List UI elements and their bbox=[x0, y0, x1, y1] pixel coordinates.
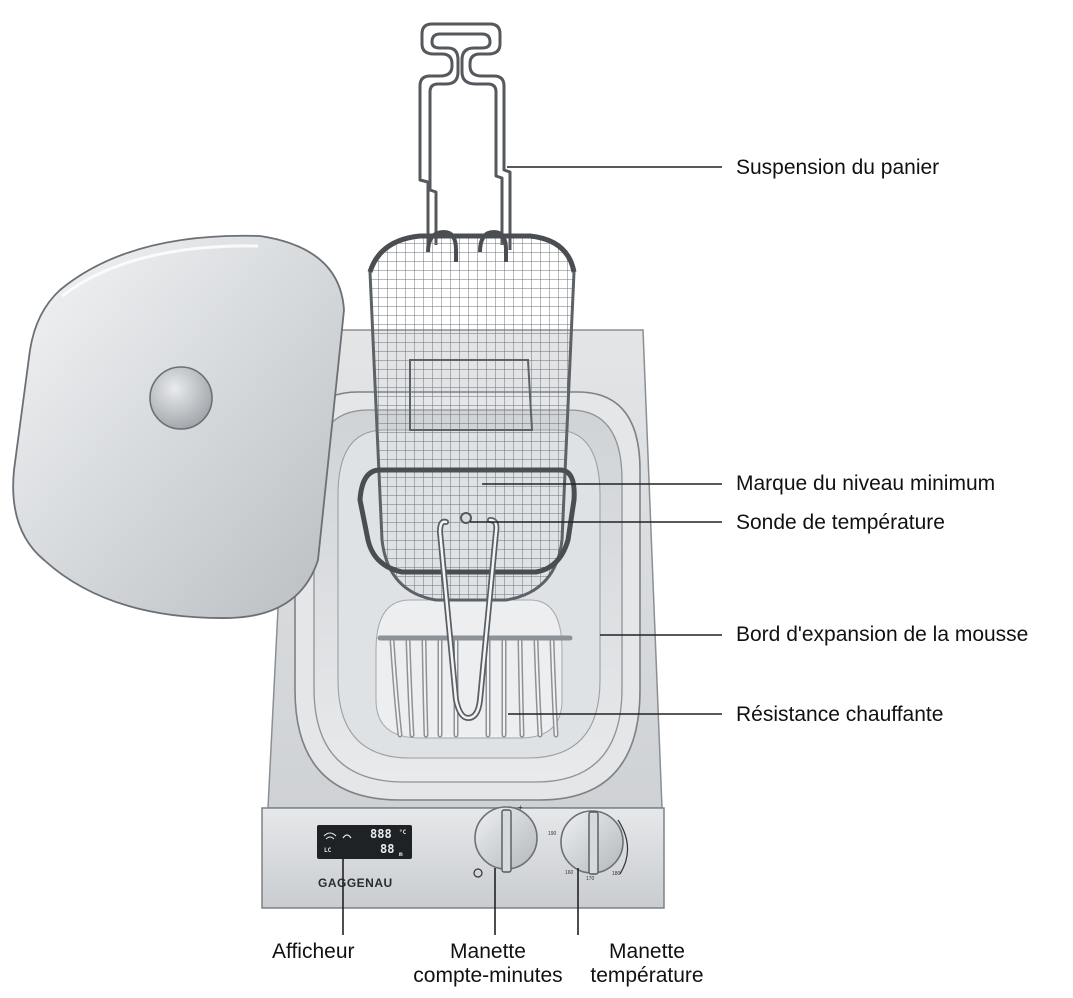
label-timer-knob: Manette compte-minutes bbox=[398, 940, 578, 988]
label-temp-knob: Manette température bbox=[572, 940, 722, 988]
brand-logo: GAGGENAU bbox=[318, 876, 393, 890]
label-temp-knob-line2: température bbox=[590, 964, 704, 987]
label-basket-hanger: Suspension du panier bbox=[736, 156, 940, 179]
connect-icon bbox=[342, 834, 352, 839]
fry-basket bbox=[357, 229, 577, 602]
label-temp-knob-line1: Manette bbox=[609, 940, 685, 963]
temperature-probe bbox=[460, 512, 472, 524]
temperature-knob[interactable] bbox=[560, 810, 624, 875]
label-min-level-mark: Marque du niveau minimum bbox=[736, 472, 996, 495]
lid-knob bbox=[149, 366, 213, 430]
timer-knob[interactable] bbox=[474, 806, 538, 873]
timer-plus-icon: + bbox=[518, 803, 523, 812]
temp-scale-top: 190 bbox=[548, 831, 557, 837]
display-bottom-digits: 88 bbox=[380, 842, 394, 856]
display-top-unit: °C bbox=[399, 829, 407, 836]
display-screen bbox=[317, 825, 412, 859]
label-display: Afficheur bbox=[272, 940, 355, 963]
leader-lines bbox=[342, 166, 722, 935]
label-timer-knob-line1: Manette bbox=[450, 940, 526, 963]
tank-bottom bbox=[375, 599, 563, 739]
display-small-left: LC bbox=[324, 847, 332, 854]
temp-scale-low: 160 bbox=[565, 870, 574, 876]
wifi-icon bbox=[323, 832, 337, 840]
temp-scale-mid: 170 bbox=[586, 876, 595, 882]
label-foam-edge: Bord d'expansion de la mousse bbox=[736, 623, 1029, 646]
basket-hanger bbox=[418, 22, 512, 250]
label-heating-element: Résistance chauffante bbox=[736, 703, 944, 726]
label-timer-knob-line2: compte-minutes bbox=[413, 964, 563, 987]
temp-scale-high: 180 bbox=[612, 871, 621, 877]
display-top-digits: 888 bbox=[370, 827, 392, 841]
power-icon bbox=[473, 868, 483, 878]
label-temperature-probe: Sonde de température bbox=[736, 511, 945, 534]
lid bbox=[12, 234, 345, 619]
display-bottom-unit: m bbox=[399, 851, 403, 858]
temperature-scale-arc bbox=[617, 819, 629, 875]
